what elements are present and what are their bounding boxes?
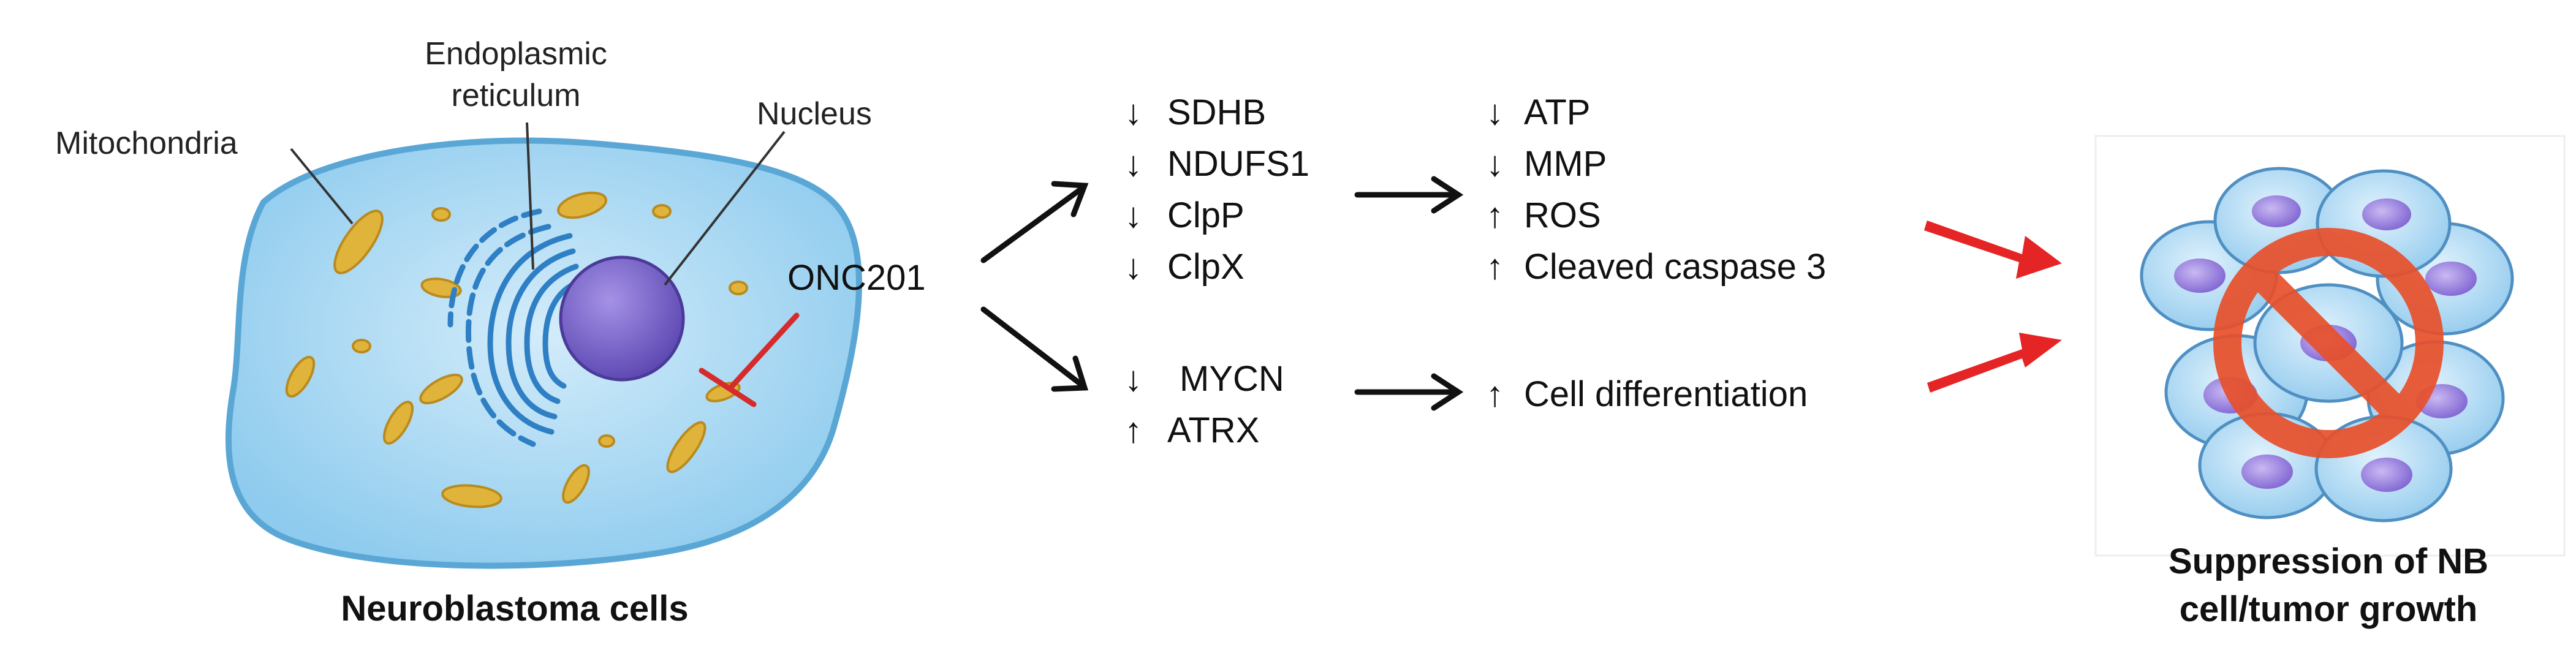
er-label-line2: reticulum <box>451 78 581 113</box>
neuroblastoma-cell <box>225 122 862 569</box>
nucleus-label: Nucleus <box>757 96 872 132</box>
arrow-drug-to-bottom <box>980 306 1085 388</box>
target-label: MYCN <box>1180 359 1284 399</box>
direction-indicator: ↓ <box>1124 247 1142 287</box>
er-label-line1: Endoplasmic <box>425 36 607 72</box>
direction-indicator: ↓ <box>1124 359 1142 399</box>
mitochondrion <box>652 204 672 219</box>
mitochondrion <box>598 434 615 448</box>
effect-cleaved-caspase-3: ↑ Cleaved caspase 3 <box>1486 249 1826 285</box>
top-effects: ↓ ATP ↓ MMP ↑ ROS ↑ Cleaved caspase 3 <box>1486 95 1826 285</box>
mitochondrion <box>562 464 590 504</box>
direction-indicator: ↑ <box>1124 410 1142 450</box>
effect-label: ATP <box>1524 92 1591 132</box>
effect-label: Cleaved caspase 3 <box>1524 247 1827 287</box>
target-sdhb: ↓ SDHB <box>1124 95 1309 130</box>
effect-label: Cell differentiation <box>1524 374 1808 414</box>
mitochondrion <box>285 355 316 398</box>
er-leader <box>526 122 534 270</box>
target-clpx: ↓ ClpX <box>1124 249 1309 285</box>
mitochondrion <box>419 373 463 405</box>
cell-caption: Neuroblastoma cells <box>341 589 689 628</box>
effect-label: MMP <box>1524 144 1607 184</box>
mitochondrion <box>352 339 371 353</box>
effect-ros: ↑ ROS <box>1486 198 1826 233</box>
outcome-caption-line2: cell/tumor growth <box>2179 589 2478 629</box>
direction-indicator: ↓ <box>1486 92 1504 132</box>
target-label: ATRX <box>1167 410 1260 450</box>
red-arrow-lower <box>1927 333 2062 393</box>
outcome-arrows <box>1924 221 2062 393</box>
mitochondrion <box>666 421 707 474</box>
target-label: NDUFS1 <box>1167 144 1310 184</box>
prohibition-sign <box>2213 228 2444 458</box>
endoplasmic-reticulum <box>447 208 582 447</box>
direction-indicator: ↑ <box>1486 247 1504 287</box>
target-atrx: ↑ ATRX <box>1124 413 1284 448</box>
red-arrow-upper <box>1924 221 2062 279</box>
nucleus <box>559 255 685 382</box>
direction-indicator: ↑ <box>1486 374 1504 414</box>
target-ndufs1: ↓ NDUFS1 <box>1124 146 1309 182</box>
mitochondrion <box>333 209 384 274</box>
mitochondrion <box>557 191 607 219</box>
direction-indicator: ↓ <box>1124 92 1142 132</box>
target-label: SDHB <box>1167 92 1267 132</box>
direction-indicator: ↓ <box>1124 144 1142 184</box>
mitochondrion <box>420 277 462 298</box>
mitochondrion <box>729 281 748 295</box>
target-clpp: ↓ ClpP <box>1124 198 1309 233</box>
outcome-caption-line1: Suppression of NB <box>2168 542 2489 581</box>
effect-cell-differentiation: ↑ Cell differentiation <box>1486 377 1808 412</box>
tumor-cluster-panel <box>2094 135 2566 557</box>
bottom-targets: ↓ MYCN ↑ ATRX <box>1124 361 1284 448</box>
top-targets: ↓ SDHB ↓ NDUFS1 ↓ ClpP ↓ ClpX <box>1124 95 1309 285</box>
effect-mmp: ↓ MMP <box>1486 146 1826 182</box>
mitochondria-leader <box>290 148 354 225</box>
mitochondrion <box>441 484 502 508</box>
pathway-arrows <box>980 176 1464 411</box>
mitochondria-label: Mitochondria <box>55 126 238 161</box>
effect-atp: ↓ ATP <box>1486 95 1826 130</box>
mitochondrion <box>431 207 451 222</box>
target-label: ClpX <box>1167 247 1244 287</box>
inhibition-symbol <box>699 312 800 407</box>
drug-label: ONC201 <box>787 258 926 298</box>
direction-indicator: ↓ <box>1124 195 1142 235</box>
nucleus-leader <box>664 130 786 286</box>
target-label: ClpP <box>1167 195 1244 235</box>
mitochondria-group <box>285 191 748 508</box>
arrow-drug-to-top <box>980 186 1085 263</box>
target-mycn: ↓ MYCN <box>1124 361 1284 397</box>
direction-indicator: ↓ <box>1486 144 1504 184</box>
mitochondrion <box>382 401 414 445</box>
direction-indicator: ↑ <box>1486 195 1504 235</box>
effect-label: ROS <box>1524 195 1601 235</box>
